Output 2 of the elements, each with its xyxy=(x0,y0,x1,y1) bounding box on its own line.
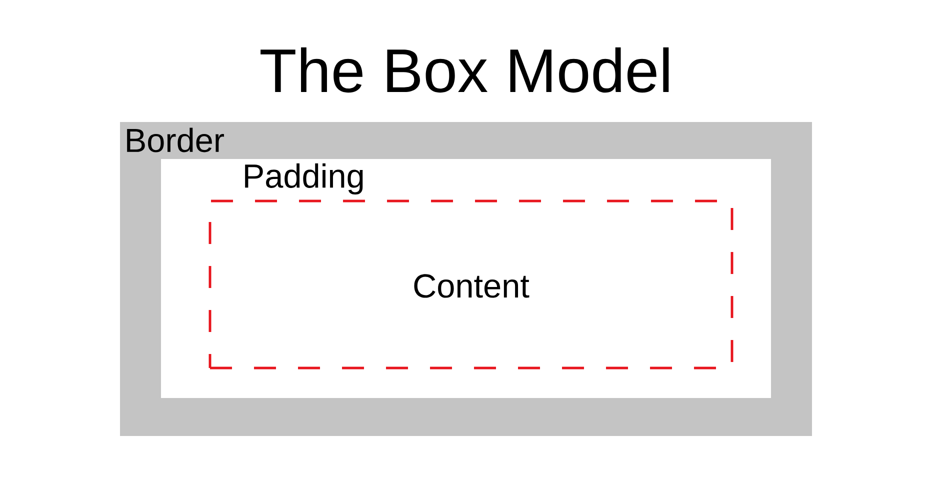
title: The Box Model xyxy=(260,47,669,93)
content-box: Content xyxy=(208,200,734,370)
